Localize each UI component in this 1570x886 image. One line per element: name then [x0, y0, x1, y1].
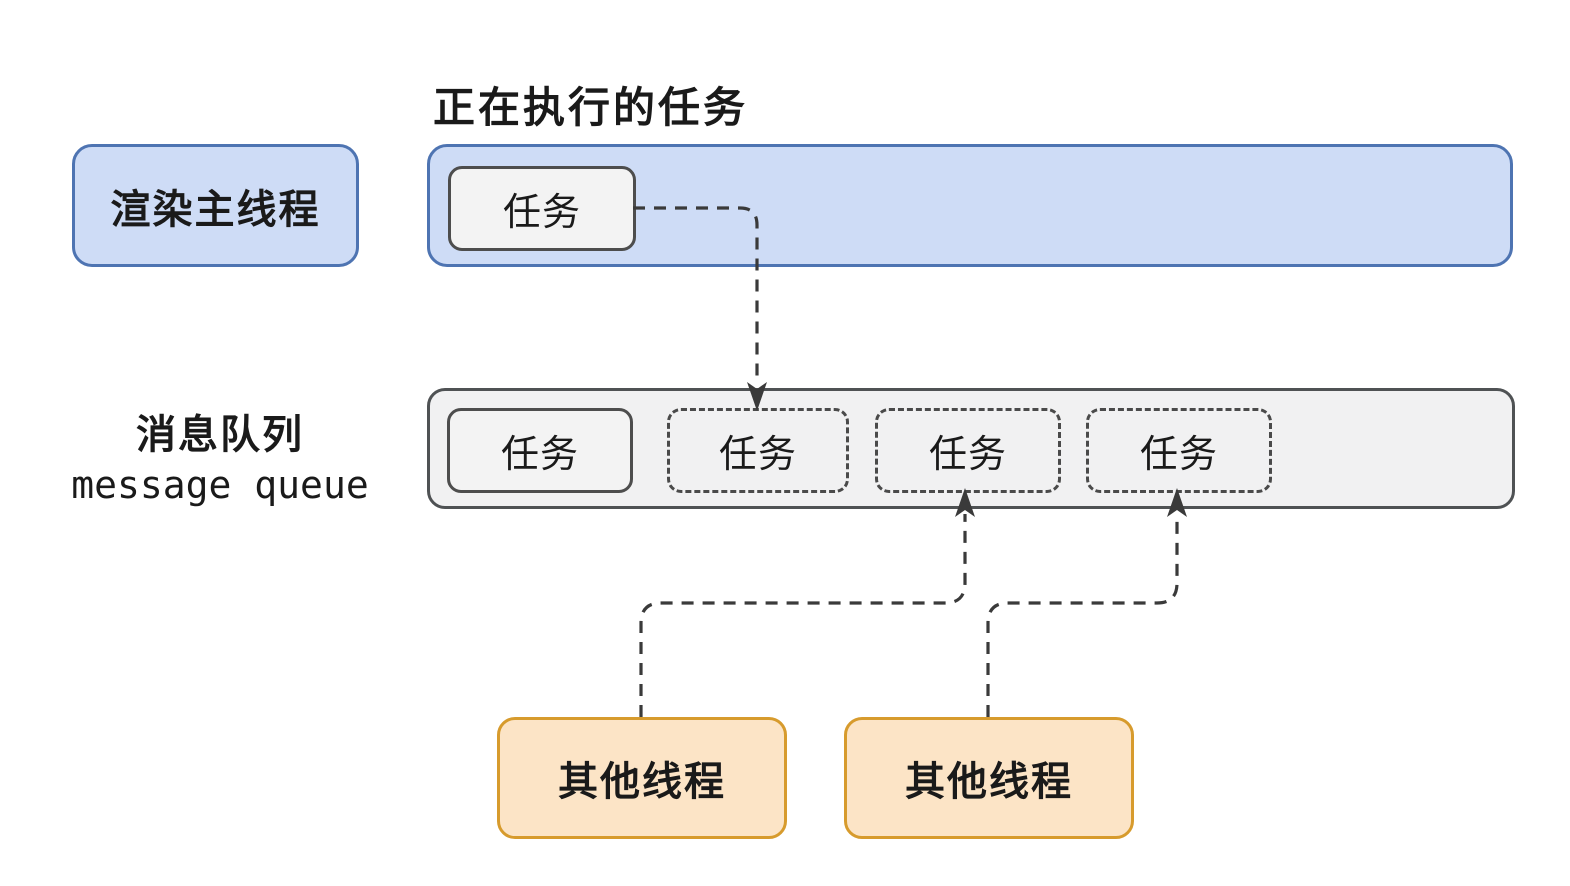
other-thread-label: 其他线程 — [558, 759, 726, 805]
connector-thread2-to-queue — [986, 514, 1179, 717]
queue-task-box-2: 任务 — [667, 408, 849, 493]
queue-task-label: 任务 — [718, 432, 797, 476]
queue-task-box-4: 任务 — [1086, 408, 1272, 493]
queue-task-label: 任务 — [928, 432, 1007, 476]
executing-task-box: 任务 — [448, 166, 636, 251]
render-main-thread-box: 渲染主线程 — [72, 144, 359, 267]
render-main-thread-label: 渲染主线程 — [110, 186, 321, 233]
queue-task-box-3: 任务 — [875, 408, 1061, 493]
queue-task-label: 任务 — [1139, 432, 1218, 476]
queue-task-box-1: 任务 — [447, 408, 633, 493]
message-queue-caption-en: message queue — [71, 463, 369, 507]
other-thread-box-1: 其他线程 — [497, 717, 787, 839]
main-thread-lane: 任务 — [427, 144, 1513, 267]
message-queue-lane: 任务 任务 任务 任务 — [427, 388, 1515, 509]
connector-thread1-to-queue — [639, 514, 967, 717]
queue-task-label: 任务 — [500, 432, 579, 476]
other-thread-box-2: 其他线程 — [844, 717, 1134, 839]
message-queue-caption: 消息队列 message queue — [40, 410, 400, 510]
other-thread-label: 其他线程 — [905, 759, 1073, 805]
executing-task-label: 任务 — [502, 190, 581, 234]
message-queue-caption-zh: 消息队列 — [136, 412, 304, 458]
executing-task-title: 正在执行的任务 — [433, 83, 749, 132]
